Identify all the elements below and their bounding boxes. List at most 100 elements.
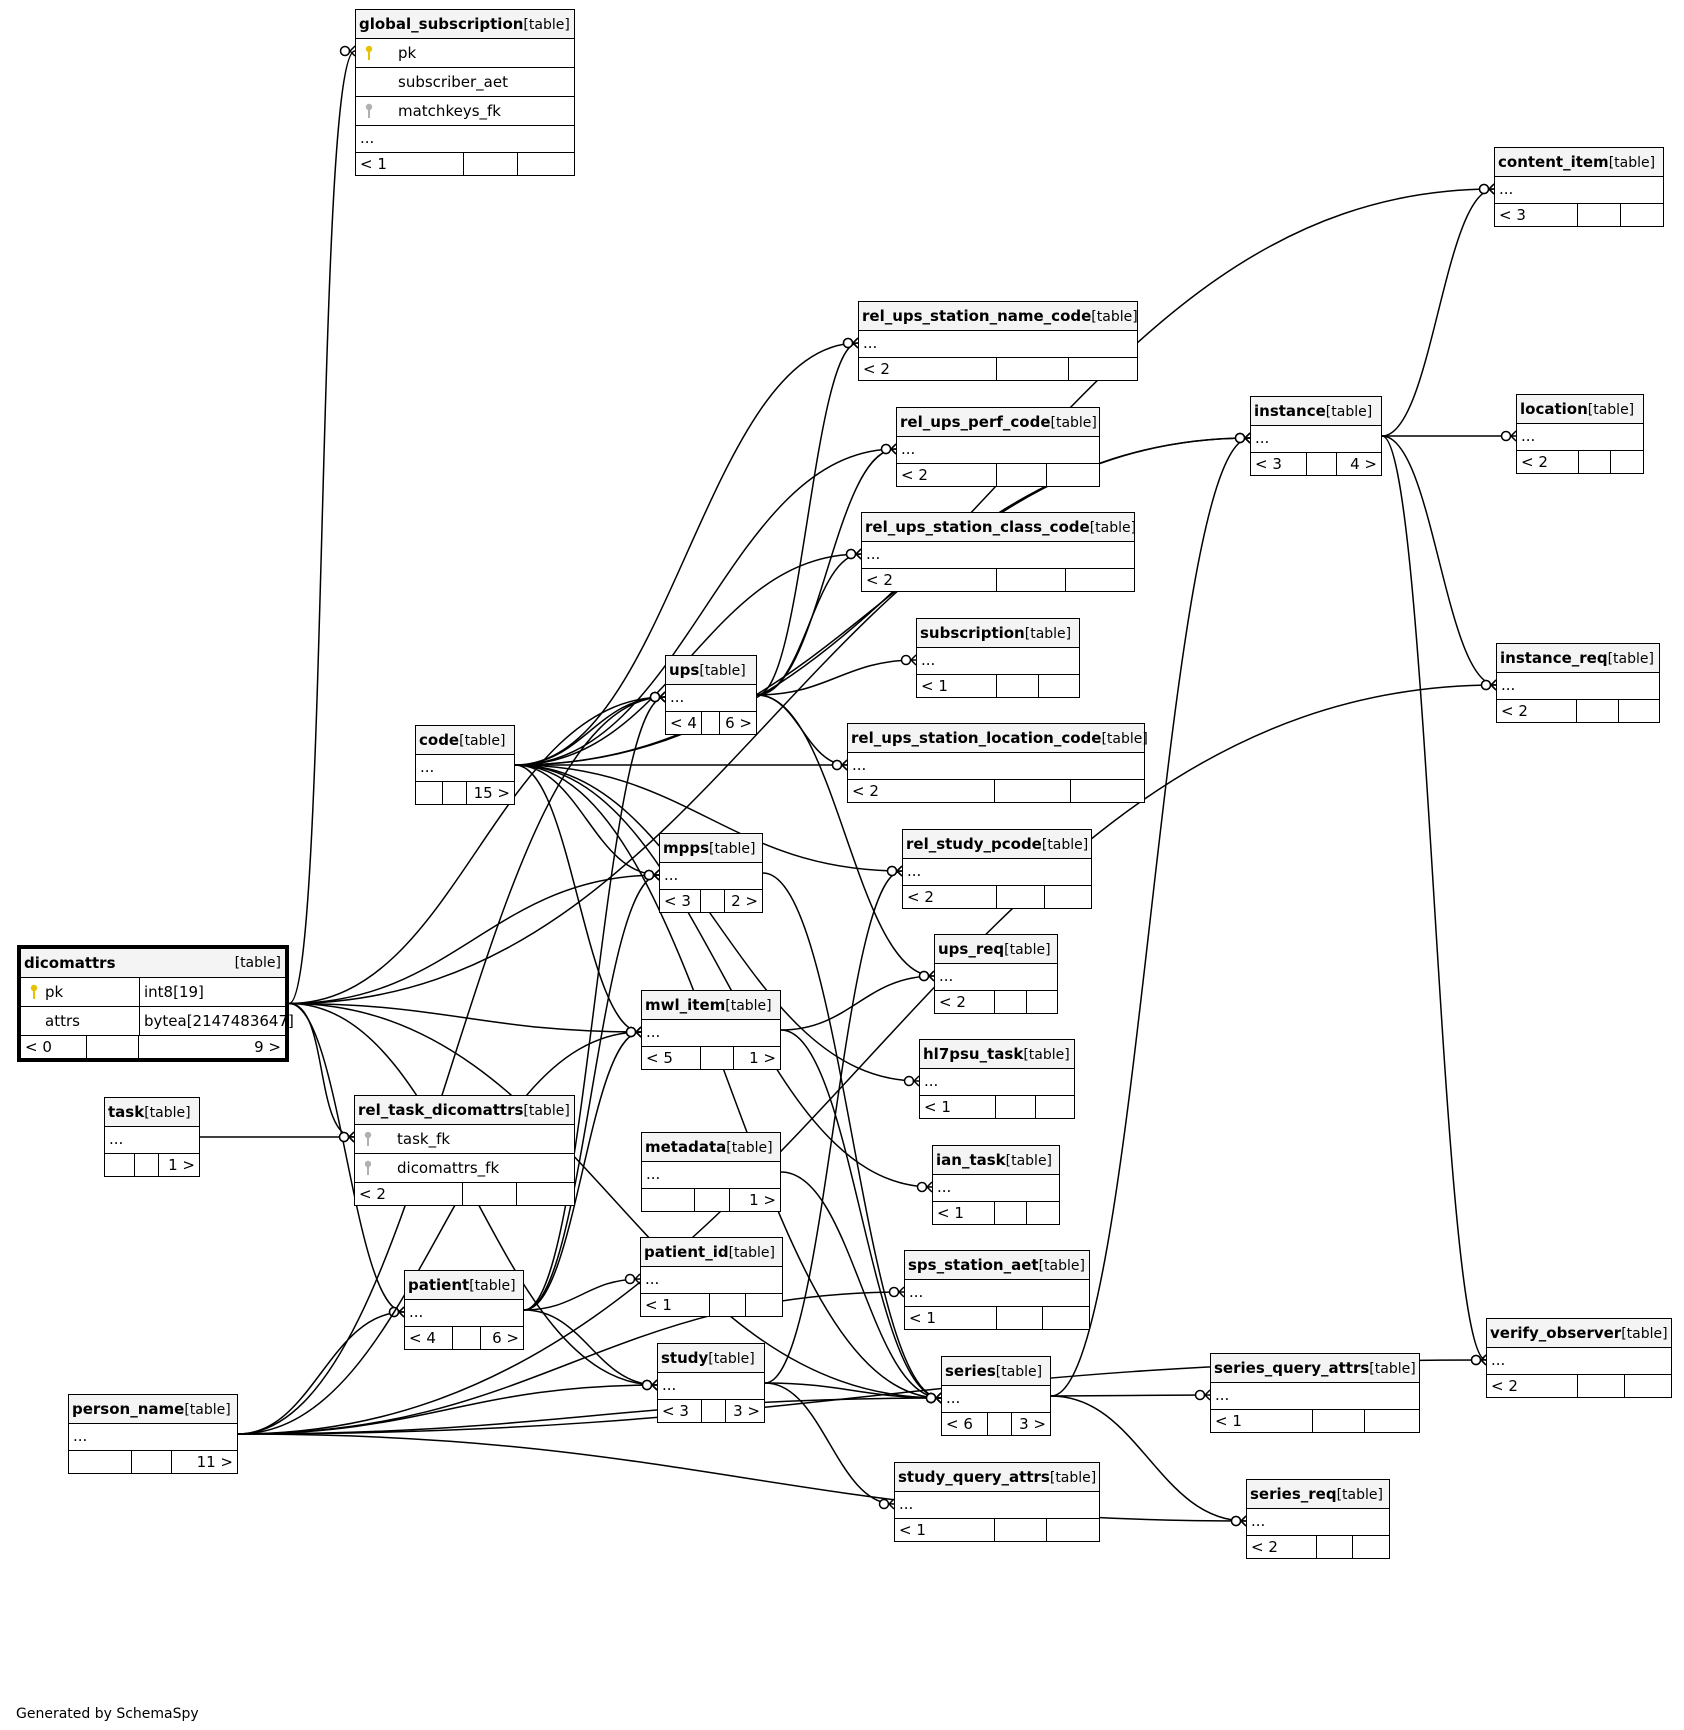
edge-series-series_req bbox=[1050, 1395, 1247, 1522]
table-location[interactable]: location[table] ... < 2 bbox=[1516, 394, 1644, 474]
edge-dicomattrs-series bbox=[288, 1002, 942, 1399]
edge-end-marker bbox=[641, 1379, 653, 1391]
table-content_item[interactable]: content_item[table] ... < 3 bbox=[1494, 147, 1664, 227]
table-verify_observer[interactable]: verify_observer[table] ... < 2 bbox=[1486, 1318, 1672, 1398]
edge-end-marker bbox=[643, 869, 655, 881]
table-header: hl7psu_task[table] bbox=[920, 1040, 1074, 1069]
crowfoot-marker bbox=[1488, 183, 1495, 195]
table-rel_ups_station_name_code[interactable]: rel_ups_station_name_code[table] ... < 2 bbox=[858, 301, 1138, 381]
edge-ups-subscription bbox=[756, 659, 917, 696]
edge-end-marker bbox=[1478, 183, 1490, 195]
table-header: study[table] bbox=[658, 1344, 764, 1373]
edge-dicomattrs-rel_task_dicomattrs bbox=[288, 1002, 355, 1138]
table-header: task[table] bbox=[105, 1098, 199, 1127]
table-ellipsis: ... bbox=[105, 1127, 199, 1154]
edge-patient-mpps bbox=[523, 874, 660, 1311]
table-rel_ups_perf_code[interactable]: rel_ups_perf_code[table] ... < 2 bbox=[896, 407, 1100, 487]
column-row: matchkeys_fk bbox=[356, 97, 574, 126]
edge-end-marker bbox=[886, 865, 898, 877]
table-header: ups[table] bbox=[666, 656, 756, 685]
table-series_req[interactable]: series_req[table] ... < 2 bbox=[1246, 1479, 1390, 1559]
table-ellipsis: ... bbox=[658, 1373, 764, 1400]
edge-person_name-ups bbox=[237, 696, 666, 1435]
crowfoot-marker bbox=[1244, 432, 1251, 444]
table-series_query_attrs[interactable]: series_query_attrs[table] ... < 1 bbox=[1210, 1353, 1420, 1433]
edge-end-marker bbox=[903, 1075, 915, 1087]
table-rel_ups_station_class_code[interactable]: rel_ups_station_class_code[table] ... < … bbox=[861, 512, 1136, 592]
edge-code-rel_ups_station_name_code bbox=[514, 342, 859, 766]
table-patient_id[interactable]: patient_id[table] ... < 1 bbox=[640, 1237, 783, 1317]
crowfoot-marker bbox=[910, 654, 917, 666]
table-header: content_item[table] bbox=[1495, 148, 1663, 177]
table-ellipsis: ... bbox=[405, 1300, 523, 1327]
table-subscription[interactable]: subscription[table] ... < 1 bbox=[916, 618, 1080, 698]
edge-code-ian_task bbox=[514, 764, 933, 1188]
edge-patient-mwl_item bbox=[523, 1031, 642, 1311]
table-header: rel_ups_station_class_code[table] bbox=[862, 513, 1136, 542]
column-row: subscriber_aet bbox=[356, 68, 574, 97]
crowfoot-marker bbox=[1490, 679, 1497, 691]
foreign-key-icon bbox=[365, 103, 373, 118]
edge-code-series bbox=[514, 764, 942, 1399]
table-footer: < 1 bbox=[895, 1519, 1099, 1541]
table-footer: < 2 bbox=[1247, 1536, 1389, 1558]
crowfoot-marker bbox=[398, 1306, 405, 1318]
table-footer: < 1 bbox=[917, 675, 1079, 697]
edge-end-marker bbox=[1234, 432, 1246, 444]
crowfoot-marker bbox=[659, 691, 666, 703]
edge-end-marker bbox=[1194, 1389, 1206, 1401]
table-sps_station_aet[interactable]: sps_station_aet[table] ... < 1 bbox=[904, 1250, 1090, 1330]
table-ellipsis: ... bbox=[642, 1020, 780, 1047]
table-ian_task[interactable]: ian_task[table] ... < 1 bbox=[932, 1145, 1060, 1225]
table-study_query_attrs[interactable]: study_query_attrs[table] ... < 1 bbox=[894, 1462, 1100, 1542]
table-header: series_req[table] bbox=[1247, 1480, 1389, 1509]
column-row: pk bbox=[356, 39, 574, 68]
edge-patient-patient_id bbox=[523, 1278, 641, 1311]
table-rel_ups_station_location_code[interactable]: rel_ups_station_location_code[table] ...… bbox=[847, 723, 1148, 803]
table-ellipsis: ... bbox=[356, 126, 574, 153]
table-metadata[interactable]: metadata[table] ... 1 > bbox=[641, 1132, 781, 1212]
edge-patient-study bbox=[523, 1309, 658, 1386]
table-ups_req[interactable]: ups_req[table] ... < 2 bbox=[934, 934, 1058, 1014]
crowfoot-marker bbox=[349, 45, 356, 57]
table-hl7psu_task[interactable]: hl7psu_task[table] ... < 1 bbox=[919, 1039, 1075, 1119]
crowfoot-marker bbox=[1204, 1389, 1211, 1401]
table-person_name[interactable]: person_name[table] ... 11 > bbox=[68, 1394, 238, 1474]
edge-end-marker bbox=[916, 1181, 928, 1193]
table-ellipsis: ... bbox=[903, 859, 1091, 886]
edge-instance-verify_observer bbox=[1381, 435, 1487, 1361]
edge-person_name-instance_req bbox=[237, 684, 1497, 1435]
edge-ups-rel_ups_station_class_code bbox=[756, 553, 862, 696]
edge-ups-ups_req bbox=[756, 694, 935, 977]
crowfoot-marker bbox=[635, 1026, 642, 1038]
edge-end-marker bbox=[878, 1498, 890, 1510]
table-ellipsis: ... bbox=[917, 648, 1079, 675]
table-header: instance[table] bbox=[1251, 397, 1381, 426]
table-task[interactable]: task[table] ... 1 > bbox=[104, 1097, 200, 1177]
table-instance_req[interactable]: instance_req[table] ... < 2 bbox=[1496, 643, 1660, 723]
table-rel_study_pcode[interactable]: rel_study_pcode[table] ... < 2 bbox=[902, 829, 1092, 909]
table-header: study_query_attrs[table] bbox=[895, 1463, 1099, 1492]
table-footer: < 2 bbox=[1497, 700, 1659, 722]
crowfoot-marker bbox=[855, 548, 862, 560]
foreign-key-icon bbox=[364, 1160, 372, 1175]
table-header: patient[table] bbox=[405, 1271, 523, 1300]
crowfoot-marker bbox=[898, 1286, 905, 1298]
table-global_subscription[interactable]: global_subscription[table] pk subscriber… bbox=[355, 9, 575, 176]
crowfoot-marker bbox=[1510, 430, 1517, 442]
table-ellipsis: ... bbox=[859, 331, 1137, 358]
table-code[interactable]: code[table] ... 15 > bbox=[415, 725, 515, 805]
table-header: rel_ups_perf_code[table] bbox=[897, 408, 1099, 437]
table-rel_task_dicomattrs[interactable]: rel_task_dicomattrs[table] task_fk dicom… bbox=[354, 1095, 575, 1206]
